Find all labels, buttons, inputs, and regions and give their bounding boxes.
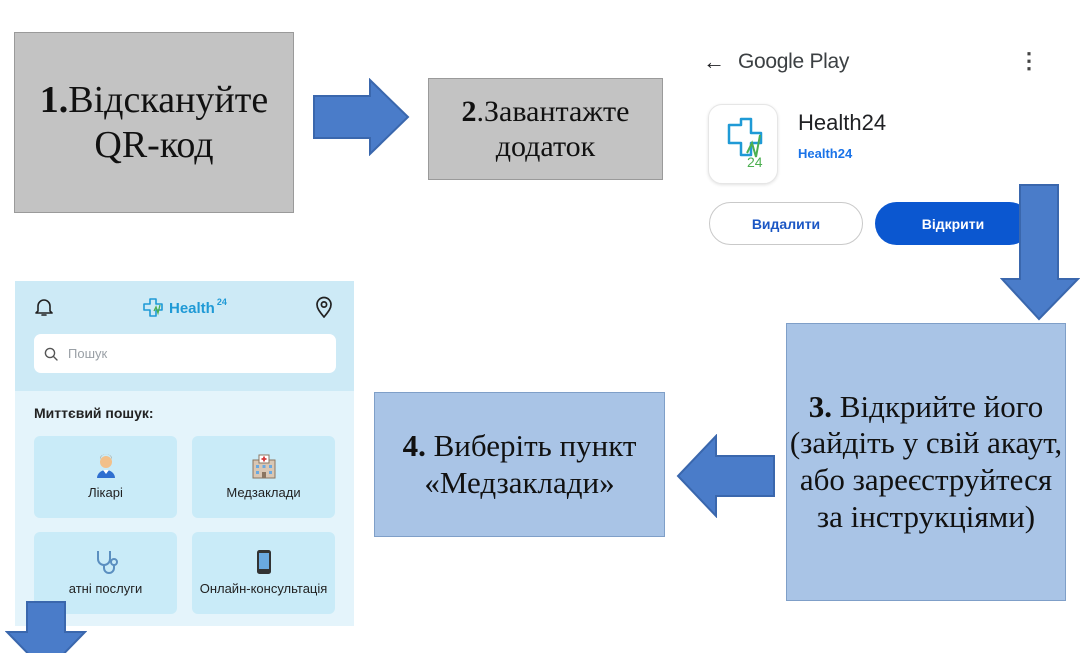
uninstall-button[interactable]: Видалити	[709, 202, 863, 245]
hospital-icon	[252, 454, 275, 479]
quick-search-label: Миттєвий пошук:	[34, 405, 154, 421]
more-options-icon[interactable]: ⋮	[1018, 48, 1040, 73]
step-3-number: 3.	[808, 388, 833, 424]
health24-logo-icon: 24	[727, 117, 763, 170]
doctor-icon	[96, 454, 115, 479]
smartphone-icon	[256, 550, 271, 575]
back-arrow-icon[interactable]: ←	[703, 49, 725, 74]
app-name: Health24	[798, 110, 887, 135]
developer-link[interactable]: Health24	[798, 146, 853, 161]
down-arrow-icon	[1000, 184, 1080, 321]
tile-paid-services-label: атні послуги	[68, 581, 143, 597]
search-input[interactable]: Пошук	[34, 334, 336, 373]
left-arrow-icon	[676, 434, 775, 518]
bell-icon[interactable]	[35, 297, 53, 317]
step-1-box: 1.Відскануйте QR-код	[14, 32, 294, 213]
location-pin-icon[interactable]	[315, 296, 333, 318]
store-title: Google Play	[738, 50, 850, 73]
tile-clinics-label: Медзаклади	[226, 485, 301, 501]
step-4-text: Виберіть пункт «Медзаклади»	[424, 427, 637, 500]
search-placeholder: Пошук	[68, 346, 108, 361]
health24-app-screen: Health 24 Пошук Миттєвий пошук: Лікарі	[15, 281, 354, 626]
step-4-box: 4. Виберіть пункт «Медзаклади»	[374, 392, 665, 537]
search-icon	[44, 347, 58, 361]
tile-doctors[interactable]: Лікарі	[34, 436, 177, 518]
stethoscope-icon	[96, 551, 118, 575]
step-2-box: 2.Завантажте додаток	[428, 78, 663, 180]
step-2-number: 2	[461, 94, 477, 128]
app-logo-text: Health	[169, 299, 215, 317]
step-4-number: 4.	[402, 427, 426, 463]
tile-clinics[interactable]: Медзаклади	[192, 436, 335, 518]
step-1-text: Відскануйте QR-код	[68, 78, 269, 166]
app-logo: Health 24	[141, 296, 227, 320]
open-button[interactable]: Відкрити	[875, 202, 1031, 245]
tile-paid-services[interactable]: атні послуги	[34, 532, 177, 614]
step-1-number: 1.	[39, 78, 69, 121]
app-logo-superscript: 24	[216, 297, 227, 307]
step-2-text: .Завантажте додаток	[476, 94, 630, 163]
tile-online-consultation-label: Онлайн-консультація	[199, 581, 328, 597]
right-arrow-icon	[313, 78, 410, 156]
app-icon: 24	[708, 104, 778, 184]
down-arrow-icon-bottom	[5, 601, 87, 653]
tile-online-consultation[interactable]: Онлайн-консультація	[192, 532, 335, 614]
step-3-text: Відкрийте його (зайдіть у свій акаут, аб…	[789, 388, 1063, 534]
step-3-box: 3. Відкрийте його (зайдіть у свій акаут,…	[786, 323, 1066, 601]
app-icon-subscript: 24	[747, 154, 763, 170]
health-cross-icon	[143, 298, 163, 317]
tile-doctors-label: Лікарі	[88, 485, 123, 501]
